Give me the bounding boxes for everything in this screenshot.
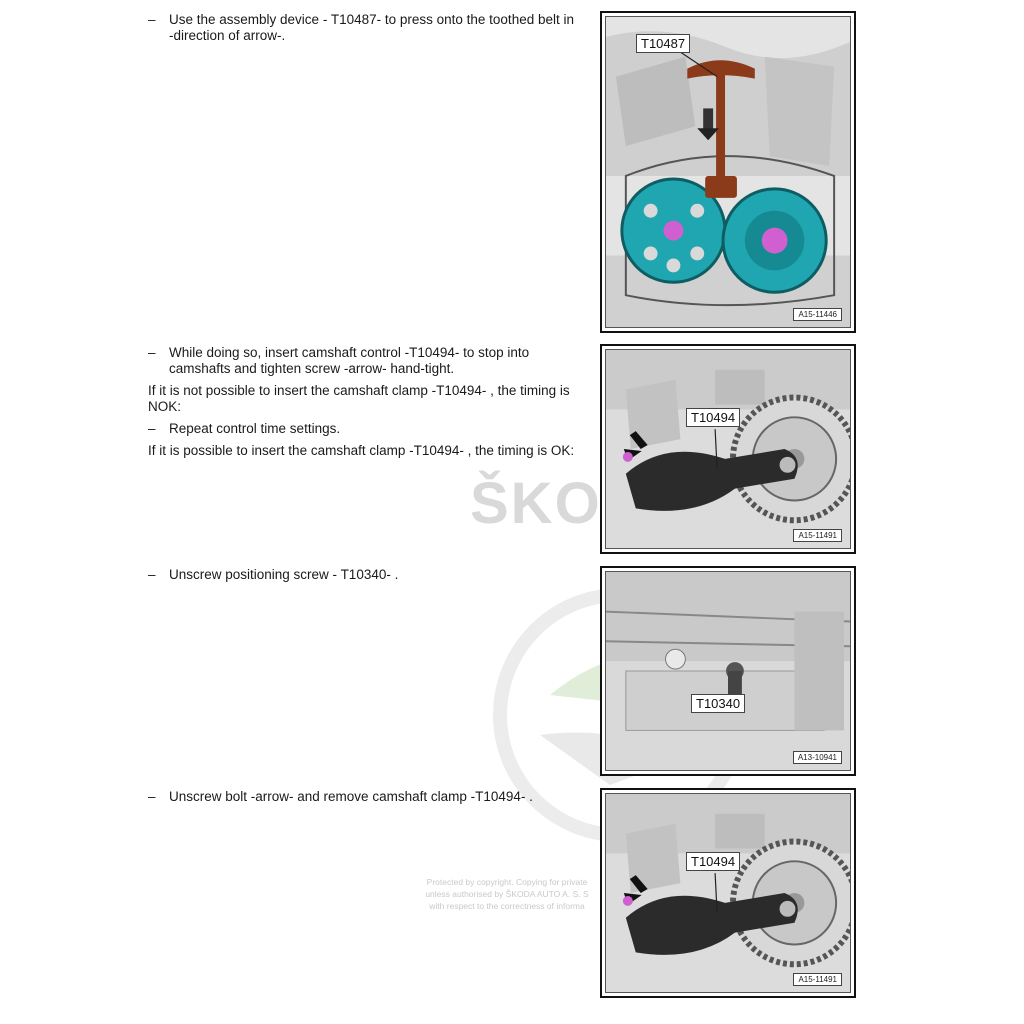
step-text: Unscrew positioning screw - T10340- . — [169, 567, 399, 582]
tool-label: T10494 — [686, 852, 741, 871]
step-item: – Repeat control time settings. — [148, 421, 578, 437]
figure-1: T10487 A15-11446 — [600, 11, 856, 333]
section-4-text: – Unscrew bolt -arrow- and remove camsha… — [148, 789, 578, 811]
notice-line: Protected by copyright. Copying for priv… — [426, 877, 588, 887]
step-text: Repeat control time settings. — [169, 421, 341, 436]
watermark-brand-text: ŠKO — [470, 471, 602, 536]
figure-code: A15-11491 — [793, 529, 842, 542]
camshaft-clamp-tool — [625, 449, 798, 511]
tool-label: T10340 — [691, 694, 746, 713]
assembly-device-tool — [687, 60, 755, 198]
figure-4: T10494 A15-11491 — [600, 788, 856, 998]
bullet-dash: – — [148, 789, 156, 804]
bullet-dash: – — [148, 345, 156, 360]
figure-code: A15-11446 — [793, 308, 842, 321]
step-text: Use the assembly device - T10487- to pre… — [169, 12, 574, 43]
figure-1-illustration: T10487 A15-11446 — [605, 16, 851, 328]
bullet-dash: – — [148, 12, 156, 27]
engine-block-illustration — [606, 572, 850, 770]
notice-line: unless authorised by ŠKODA AUTO A. S. S — [425, 889, 589, 899]
step-item: – While doing so, insert camshaft contro… — [148, 345, 578, 377]
down-arrow-icon — [697, 108, 720, 141]
figure-3-illustration: T10340 A13-10941 — [605, 571, 851, 771]
positioning-screw — [726, 662, 744, 701]
watermark-brand: ŠKO — [470, 470, 602, 537]
step-item: – Unscrew bolt -arrow- and remove camsha… — [148, 789, 578, 805]
notice-line: with respect to the correctness of infor… — [429, 901, 585, 911]
figure-2-illustration: T10494 A15-11491 — [605, 349, 851, 549]
section-3-text: – Unscrew positioning screw - T10340- . — [148, 567, 578, 589]
step-text: Unscrew bolt -arrow- and remove camshaft… — [169, 789, 533, 804]
left-camshaft-gear — [620, 177, 727, 284]
bullet-dash: – — [148, 421, 156, 436]
engine-illustration — [606, 794, 850, 992]
figure-code: A13-10941 — [792, 751, 842, 764]
engine-illustration — [606, 17, 850, 327]
nok-condition-text: If it is not possible to insert the cams… — [148, 383, 570, 414]
figure-3: T10340 A13-10941 — [600, 566, 856, 776]
section-2-text: – While doing so, insert camshaft contro… — [148, 345, 578, 465]
figure-2: T10494 A15-11491 — [600, 344, 856, 554]
step-text: While doing so, insert camshaft control … — [169, 345, 530, 376]
bullet-dash: – — [148, 567, 156, 582]
section-1-text: – Use the assembly device - T10487- to p… — [148, 12, 578, 50]
figure-code: A15-11491 — [793, 973, 842, 986]
engine-illustration — [606, 350, 850, 548]
camshaft-clamp-tool — [625, 893, 798, 955]
figure-4-illustration: T10494 A15-11491 — [605, 793, 851, 993]
tool-label: T10494 — [686, 408, 741, 427]
right-camshaft-gear — [721, 187, 828, 294]
ok-condition-text: If it is possible to insert the camshaft… — [148, 443, 575, 458]
copyright-notice: Protected by copyright. Copying for priv… — [412, 876, 602, 912]
step-item: – Unscrew positioning screw - T10340- . — [148, 567, 578, 583]
step-item: – Use the assembly device - T10487- to p… — [148, 12, 578, 44]
tool-label: T10487 — [636, 34, 691, 53]
